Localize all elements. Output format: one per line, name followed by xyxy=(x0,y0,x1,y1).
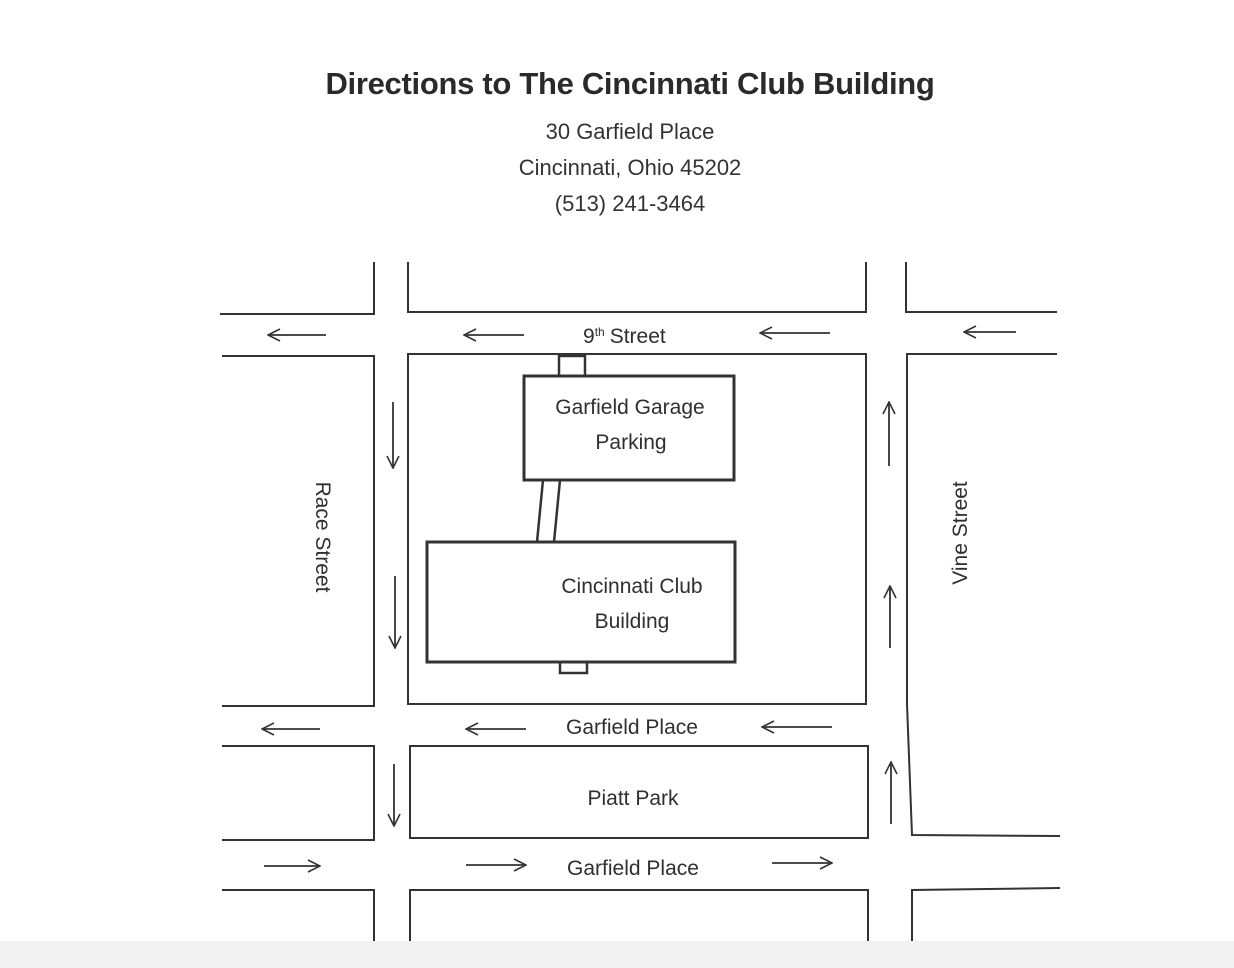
club-label-line2: Building xyxy=(595,610,670,633)
block-main xyxy=(407,353,867,705)
block-top-center xyxy=(407,262,867,313)
cincinnati-club-building xyxy=(425,540,737,664)
block-top-right xyxy=(905,262,1057,313)
block-outlines xyxy=(220,262,1061,960)
block-race-west xyxy=(222,355,375,707)
garfield-garage-building xyxy=(522,374,736,482)
block-bottom-left xyxy=(222,889,375,960)
scan-bottom-edge xyxy=(0,941,1234,968)
garage-connector-top xyxy=(557,354,587,378)
garfield-place-north-label: Garfield Place xyxy=(566,716,698,739)
block-vine-east xyxy=(906,353,1057,704)
block-bottom-center xyxy=(409,889,869,960)
block-bottom-right xyxy=(911,887,1061,960)
address-line-1: 30 Garfield Place xyxy=(545,119,715,144)
block-row3-west xyxy=(222,745,375,841)
garage-label-line2: Parking xyxy=(595,431,666,454)
buildings xyxy=(425,354,737,675)
block-top-left xyxy=(220,262,375,315)
garage-label-line1: Garfield Garage xyxy=(555,396,704,419)
race-street-label: Race Street xyxy=(311,482,334,593)
address-line-2: Cincinnati, Ohio 45202 xyxy=(518,155,742,180)
garfield-place-south-label: Garfield Place xyxy=(567,857,699,880)
traffic-arrows xyxy=(262,332,1016,866)
block-row3-east xyxy=(906,703,1061,837)
club-connector-bottom xyxy=(558,660,589,675)
vine-street-label: Vine Street xyxy=(949,481,972,585)
club-label-line1: Cincinnati Club xyxy=(561,575,702,598)
block-piatt-park xyxy=(409,745,869,839)
phone-number: (513) 241-3464 xyxy=(554,191,706,216)
page-title: Directions to The Cincinnati Club Buildi… xyxy=(325,66,935,101)
skywalk xyxy=(535,479,562,543)
piatt-park-label: Piatt Park xyxy=(587,787,679,810)
